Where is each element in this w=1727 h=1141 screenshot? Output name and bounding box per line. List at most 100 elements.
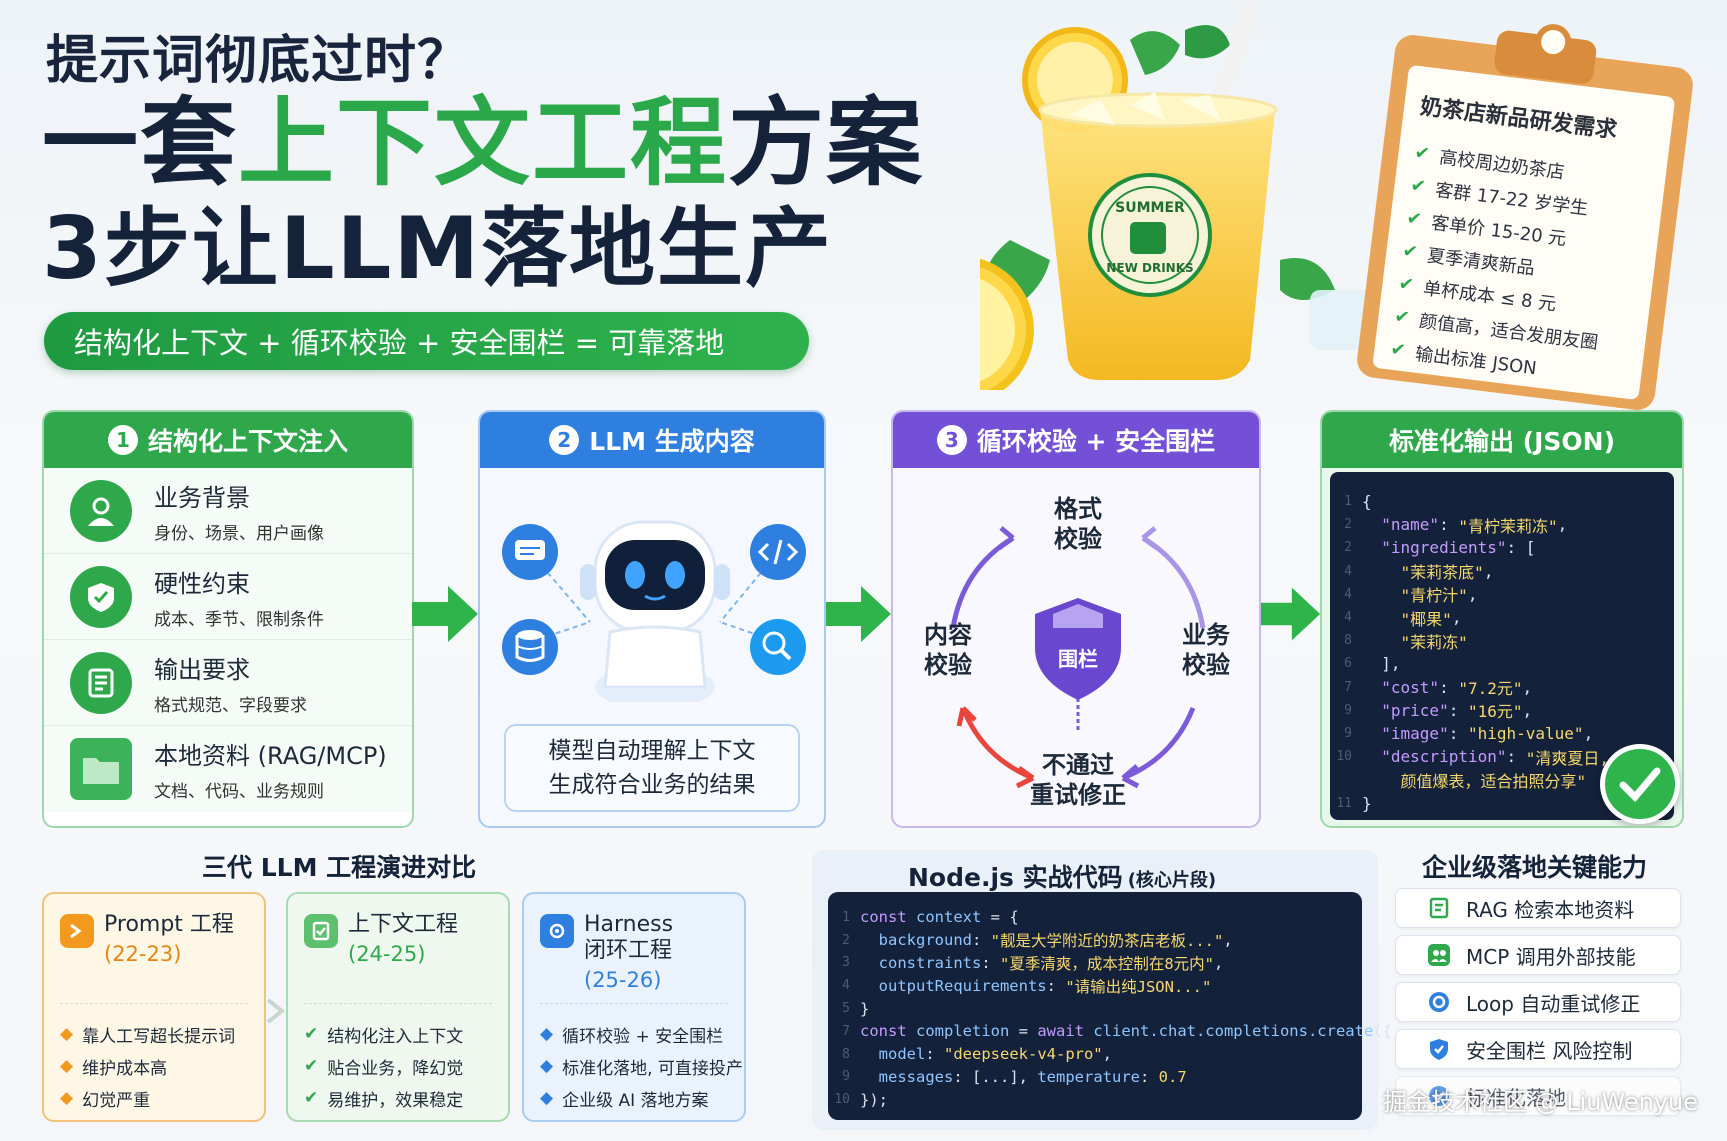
context-subtitle: 身份、场景、用户画像 xyxy=(154,523,324,544)
hero-title-suffix: 方案 xyxy=(728,87,924,199)
code-token: 0.7 xyxy=(1158,1067,1187,1086)
line-number: 3 xyxy=(842,955,850,971)
step3-title: 循环校验 + 安全围栏 xyxy=(976,427,1216,456)
capability-guardrail: 安全围栏 风险控制 xyxy=(1395,1029,1681,1069)
code-token: 颜值爆表，适合拍照分享" xyxy=(1362,771,1587,791)
code-token: const xyxy=(860,1022,916,1041)
watermark: 掘金技术社区 @ LiuWenyue xyxy=(1383,1088,1698,1116)
code-token: , xyxy=(1223,931,1233,950)
badge-new-drinks-text: NEW DRINKS xyxy=(1106,261,1193,275)
hero-title-line1: 提示词彻底过时？ xyxy=(46,31,471,91)
generation-years: (24-25) xyxy=(348,942,426,966)
code-line: 2 "name": "青柠茉莉冻", xyxy=(1330,513,1674,536)
capability-mcp: MCP 调用外部技能 xyxy=(1395,935,1681,975)
code-token: model xyxy=(860,1045,926,1064)
check-icon xyxy=(1426,1083,1452,1109)
line-number: 4 xyxy=(1344,563,1352,579)
flow-arrow-icon xyxy=(412,586,478,642)
check-icon: ✔ xyxy=(1405,207,1423,231)
bullet-icon: ◆ xyxy=(540,1056,554,1076)
line-number: 10 xyxy=(1336,749,1352,765)
line-number: 2 xyxy=(1344,540,1352,556)
check-icon: ✔ xyxy=(304,1056,319,1076)
code-token: "青柠汁" xyxy=(1362,586,1468,606)
check-icon: ✔ xyxy=(1397,273,1415,296)
code-token: ], xyxy=(1362,654,1401,674)
line-number: 1 xyxy=(842,909,850,925)
generation-point: ◆循环校验 + 安全围栏 xyxy=(540,1018,728,1050)
business-check-label: 业务 校验 xyxy=(1171,620,1241,680)
capability-label: 安全围栏 风险控制 xyxy=(1466,1038,1633,1063)
line-number: 4 xyxy=(1344,586,1352,602)
code-token: , xyxy=(1557,515,1568,535)
generation-point: ◆ 靠人工写超长提示词 xyxy=(60,1018,248,1050)
bullet-icon: ◆ xyxy=(60,1056,74,1076)
code-token: await xyxy=(1037,1022,1094,1041)
requirements-clipboard: 奶茶店新品研发需求 ✔高校周边奶茶店 ✔客群 17-22 岁学生 ✔客单价 15… xyxy=(1355,29,1695,412)
generation-header: 上下文工程(24-25) xyxy=(304,912,492,1004)
code-title-text: Node.js 实战代码 xyxy=(908,863,1123,892)
generation-name: Harness 闭环工程 xyxy=(584,912,674,963)
shield-check-icon xyxy=(70,565,132,628)
loop-label-text: 不通过 重试修正 xyxy=(1030,751,1126,809)
generation-point: ◆ 维护成本高 xyxy=(60,1050,248,1082)
code-token: "茉莉冻" xyxy=(1362,632,1468,652)
line-number: 9 xyxy=(842,1069,850,1085)
code-line: 11} xyxy=(1330,791,1674,814)
code-token: const xyxy=(860,908,916,927)
code-token: "description" xyxy=(1362,747,1507,767)
line-number: 9 xyxy=(1344,725,1352,741)
line-number: 8 xyxy=(1344,633,1352,649)
code-token: : [ xyxy=(1506,538,1536,558)
generation-point-text: 维护成本高 xyxy=(82,1058,168,1079)
hero-title-highlight: 上下文工程 xyxy=(238,87,728,199)
robot-caption: 模型自动理解上下文生成符合业务的结果 xyxy=(504,724,800,812)
line-number: 2 xyxy=(842,932,850,948)
check-icon: ✔ xyxy=(1389,338,1407,362)
line-number: 10 xyxy=(834,1092,850,1108)
context-title: 硬性约束 xyxy=(154,569,250,598)
generation-point-text: 贴合业务，降幻觉 xyxy=(327,1058,464,1079)
loop-label-text: 格式 校验 xyxy=(1054,495,1102,553)
loop-icon xyxy=(1426,989,1452,1015)
line-number: 7 xyxy=(1344,679,1352,695)
generation-point-text: 靠人工写超长提示词 xyxy=(82,1026,236,1047)
code-line: 8 model: "deepseek-v4-pro", xyxy=(828,1043,1362,1066)
code-token: "deepseek-v4-pro" xyxy=(944,1045,1103,1064)
code-token: client.chat.completions.create xyxy=(1093,1022,1374,1041)
hero-title-prefix: 一套 xyxy=(42,87,238,199)
line-number: 1 xyxy=(1344,494,1352,510)
code-line: 8 "茉莉冻" xyxy=(1330,629,1674,652)
code-line: 9 "image": "high-value", xyxy=(1330,722,1674,745)
folder-icon xyxy=(70,738,132,800)
prompt-icon xyxy=(60,914,94,948)
check-icon: ✔ xyxy=(1401,240,1419,264)
caption-line: 模型自动理解上下文 xyxy=(548,738,756,764)
code-token: : xyxy=(1506,747,1526,767)
check-icon: ✔ xyxy=(1393,305,1411,329)
bullet-icon: ◆ xyxy=(60,1024,74,1044)
capabilities-title: 企业级落地关键能力 xyxy=(1422,853,1648,882)
line-number: 4 xyxy=(1344,610,1352,626)
code-token: , xyxy=(1214,953,1224,972)
shield-label: 围栏 xyxy=(1058,647,1098,671)
content-check-label: 内容 校验 xyxy=(913,620,983,680)
code-line: 4 "椰果", xyxy=(1330,606,1674,629)
capability-label: MCP 调用外部技能 xyxy=(1466,944,1636,969)
code-token: "茉莉茶底" xyxy=(1362,563,1484,583)
shield-icon: 围栏 xyxy=(1035,598,1121,700)
context-title: 本地资料 (RAG/MCP) xyxy=(154,742,387,770)
code-line: 4 "青柠汁", xyxy=(1330,583,1674,606)
code-line: 2 "ingredients": [ xyxy=(1330,536,1674,559)
generation-point-text: 易维护，效果稳定 xyxy=(327,1090,464,1111)
step-number: 2 xyxy=(549,425,580,455)
step4-header: 标准化输出 (JSON) xyxy=(1322,412,1682,468)
chat-icon xyxy=(502,524,558,580)
harness-icon xyxy=(540,914,574,948)
